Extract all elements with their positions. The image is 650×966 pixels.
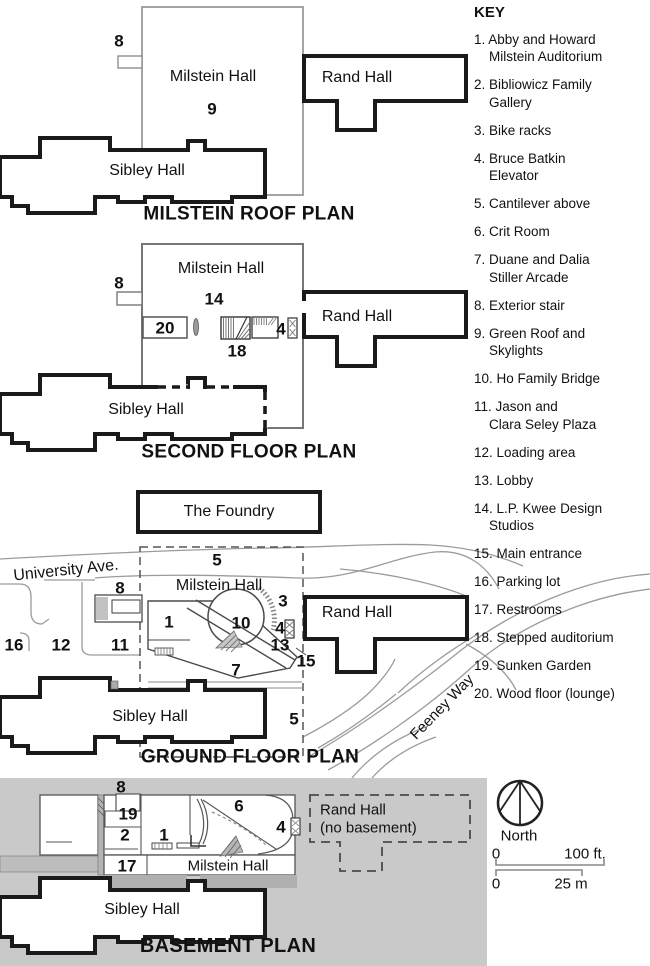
second-elevator-number: 4 — [276, 319, 286, 339]
roof-rand-label: Rand Hall — [321, 69, 393, 86]
second-lounge-number: 20 — [155, 318, 175, 338]
second-plan-caption: SECOND FLOOR PLAN — [141, 441, 357, 463]
ground-entrance-number: 15 — [296, 651, 316, 671]
ground-parking-number: 16 — [4, 635, 24, 655]
key-item: 16. Parking lot — [474, 574, 561, 589]
second-stair-number: 8 — [114, 273, 124, 293]
basement-milstein-label: Milstein Hall — [187, 857, 269, 875]
second-auditorium-number: 18 — [227, 341, 247, 361]
second-studios-number: 14 — [204, 289, 224, 309]
basement-auditorium-number: 1 — [159, 825, 169, 845]
key-title: KEY — [474, 4, 505, 21]
basement-sibley-label: Sibley Hall — [104, 901, 180, 918]
basement-garden-number: 19 — [118, 804, 138, 824]
scale-m-zero: 0 — [491, 875, 501, 893]
scale-ft-label: 100 ft. — [564, 845, 606, 863]
north-compass-icon — [496, 779, 544, 827]
roof-greenroof-number: 9 — [207, 99, 217, 119]
ground-rand-label: Rand Hall — [321, 604, 393, 621]
second-floor-drawing — [0, 243, 468, 452]
north-label: North — [500, 827, 538, 845]
scale-bars — [495, 859, 605, 876]
ground-lobby-number: 13 — [270, 635, 290, 655]
second-milstein-label: Milstein Hall — [177, 260, 265, 277]
ground-cantilever-bottom-number: 5 — [289, 709, 299, 729]
ground-loading-number: 12 — [51, 635, 71, 655]
key-item: 5. Cantilever above — [474, 196, 591, 211]
key-item: 17. Restrooms — [474, 602, 562, 617]
ground-milstein-label: Milstein Hall — [175, 577, 263, 594]
ground-plan-caption: GROUND FLOOR PLAN — [140, 746, 360, 768]
ground-arcade-number: 7 — [231, 660, 241, 680]
ground-plaza-number: 11 — [111, 635, 129, 655]
key-item: 13. Lobby — [474, 472, 534, 488]
basement-stair-number: 8 — [116, 777, 126, 797]
basement-elevator-number: 4 — [276, 817, 286, 837]
ground-stair-number: 8 — [115, 578, 125, 598]
basement-restrooms-number: 17 — [117, 856, 137, 876]
ground-bikeracks-number: 3 — [278, 591, 288, 611]
ground-bridge-number: 10 — [231, 613, 251, 633]
ground-elevator-number: 4 — [275, 618, 285, 638]
roof-milstein-label: Milstein Hall — [169, 68, 257, 85]
second-sibley-label: Sibley Hall — [108, 401, 184, 418]
key-item: 6. Crit Room — [474, 224, 550, 239]
ground-cantilever-top-number: 5 — [212, 550, 222, 570]
basement-rand-label-line1: Rand Hall — [320, 801, 386, 819]
key-item: 20. Wood floor (lounge) — [474, 686, 615, 701]
key-item: 3. Bike racks — [474, 122, 552, 138]
basement-plan-caption: BASEMENT PLAN — [139, 935, 317, 957]
ground-auditorium-number: 1 — [164, 612, 174, 632]
scale-ft-zero: 0 — [491, 845, 501, 863]
basement-rand-label-line2: (no basement) — [320, 819, 417, 837]
key-item: 15. Main entrance — [474, 546, 583, 561]
roof-plan-drawing — [0, 6, 468, 215]
key-item: 10. Ho Family Bridge — [474, 371, 601, 386]
key-item: 12. Loading area — [474, 444, 576, 460]
basement-gallery-number: 2 — [120, 825, 130, 845]
roof-plan-caption: MILSTEIN ROOF PLAN — [143, 203, 355, 225]
basement-drawing — [0, 778, 487, 966]
scale-m-label: 25 m — [554, 875, 588, 893]
second-rand-label: Rand Hall — [321, 308, 393, 325]
foundry-label: The Foundry — [183, 503, 275, 520]
ground-floor-drawing — [0, 490, 469, 758]
key-item: 19. Sunken Garden — [474, 658, 592, 673]
roof-sibley-label: Sibley Hall — [109, 162, 185, 179]
roof-stair-number: 8 — [114, 31, 124, 51]
ground-roads — [0, 543, 650, 779]
key-item: 8. Exterior stair — [474, 297, 565, 313]
key-item: 18. Stepped auditorium — [474, 630, 614, 645]
ground-sibley-label: Sibley Hall — [112, 708, 188, 725]
basement-critroom-number: 6 — [234, 796, 244, 816]
